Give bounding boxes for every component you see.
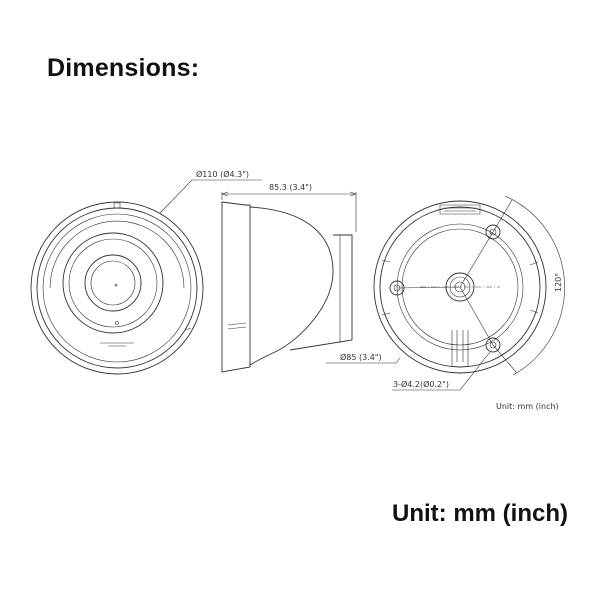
front-diameter-label: Ø110 (Ø4.3") xyxy=(196,169,249,179)
back-angle-label: 120° xyxy=(554,273,563,292)
side-base-label: Ø85 (3.4") xyxy=(340,352,382,362)
front-view: Ø110 (Ø4.3") xyxy=(30,169,262,375)
side-width-label: 85.3 (3.4") xyxy=(269,183,312,192)
unit-label: Unit: mm (inch) xyxy=(392,500,568,527)
unit-note-small: Unit: mm (inch) xyxy=(496,402,559,411)
side-view: 85.3 (3.4") Ø85 (3.4") xyxy=(221,183,401,373)
back-view: 120° 3-Ø4.2(Ø0.2") Unit: mm (inch) xyxy=(373,195,565,411)
back-hole-label: 3-Ø4.2(Ø0.2") xyxy=(393,379,449,389)
diagram-title: Dimensions: xyxy=(47,54,200,82)
